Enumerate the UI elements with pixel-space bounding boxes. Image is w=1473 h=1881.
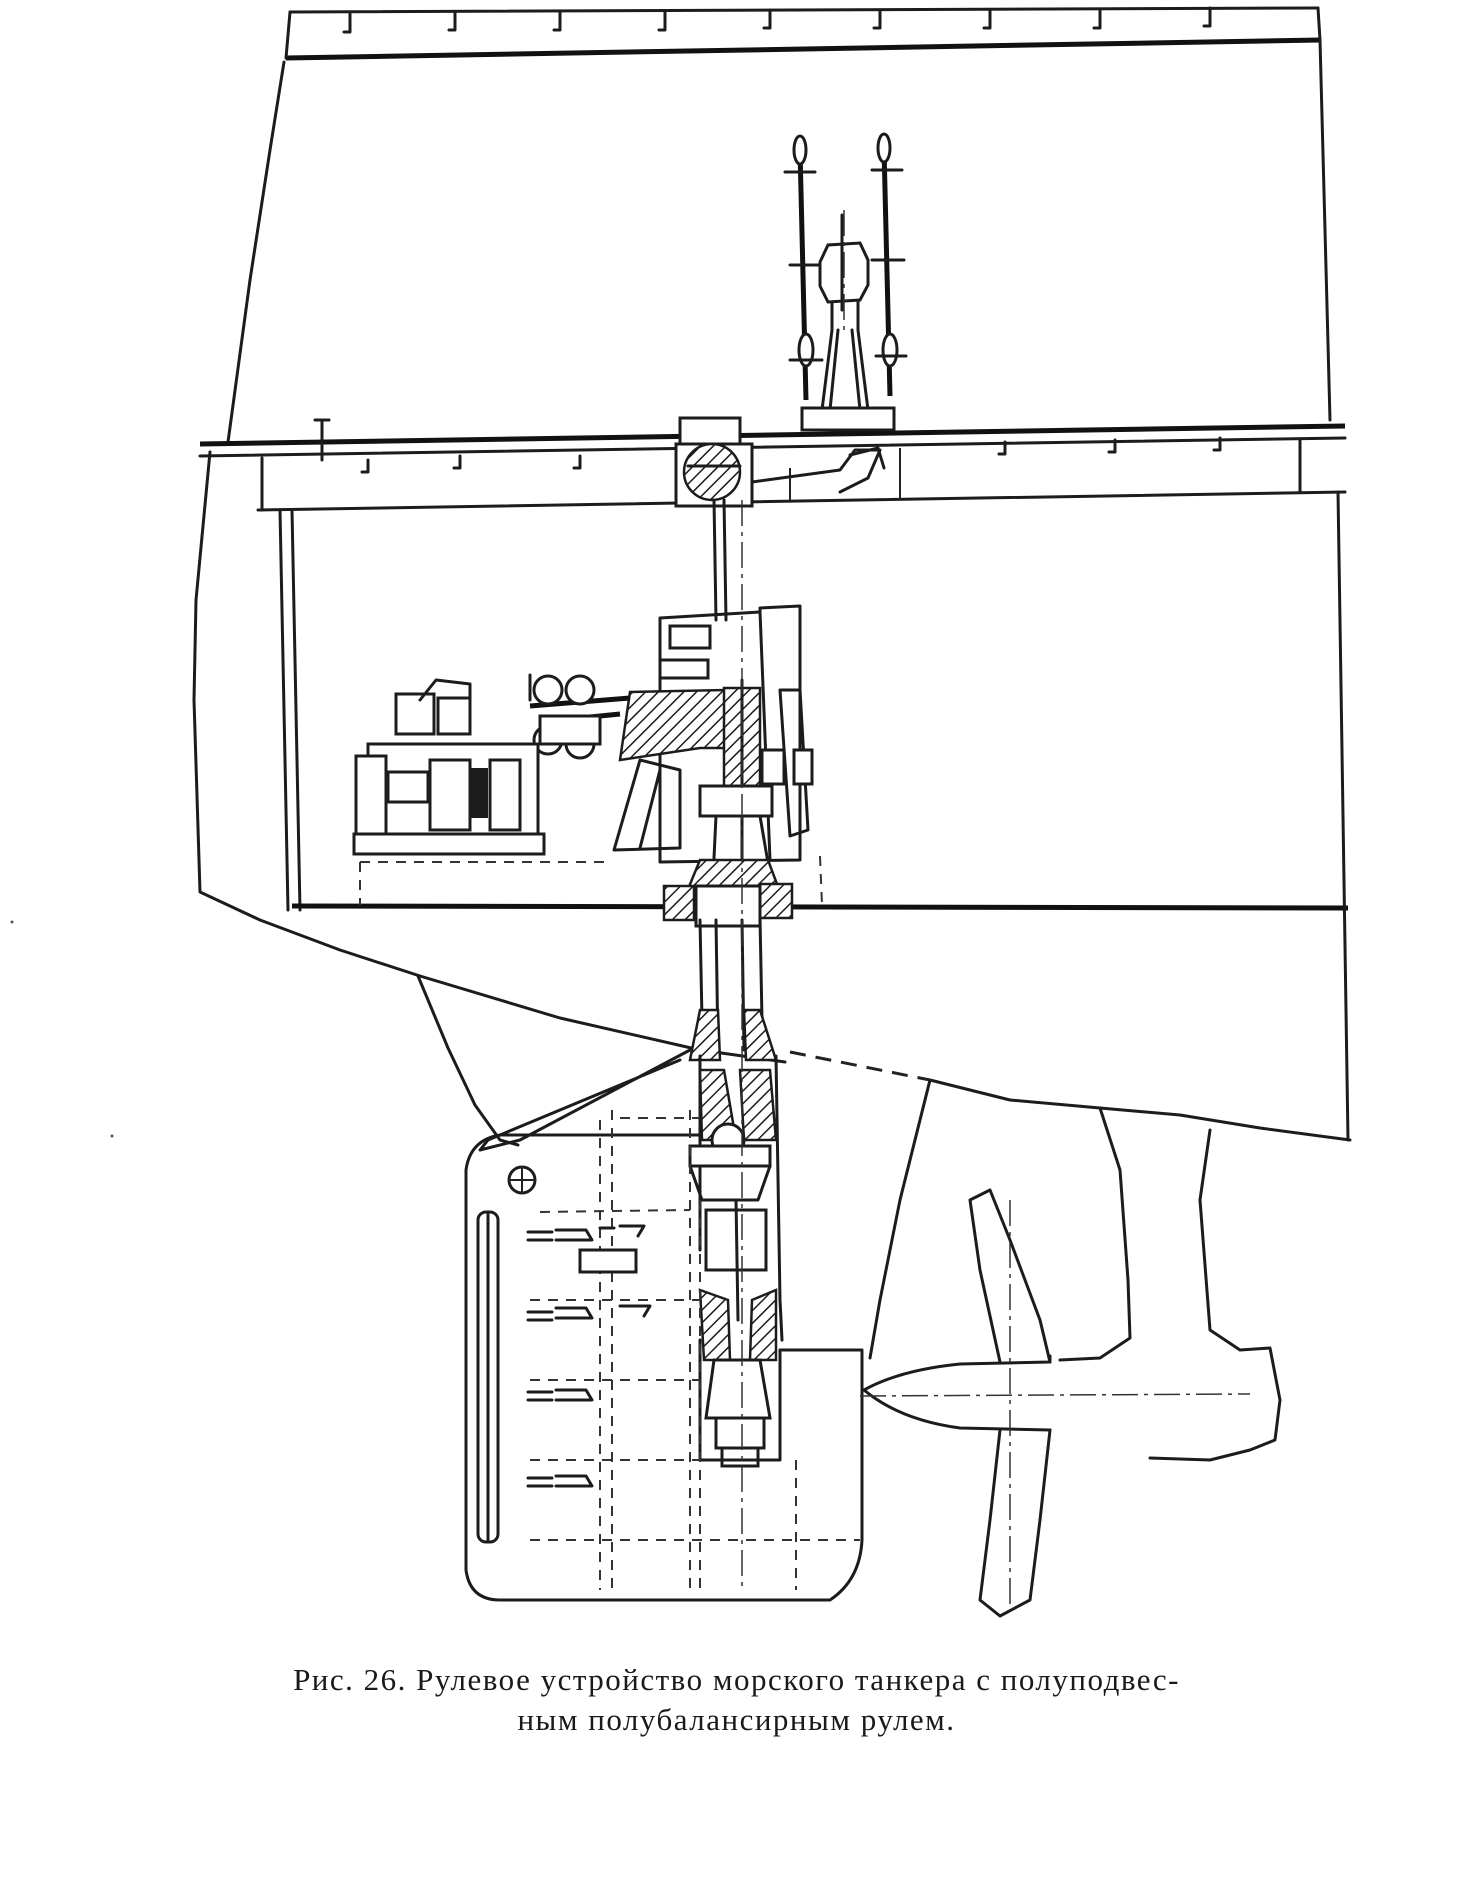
rudder-blade xyxy=(464,1110,864,1602)
scan-speck xyxy=(110,1134,114,1138)
upper-frame-ticks xyxy=(342,6,1212,34)
rudder-head-bearing xyxy=(674,416,754,622)
main-deck xyxy=(198,418,1347,512)
steering-engine xyxy=(528,604,814,902)
caption-line-1: Рис. 26. Рулевое устройство морского тан… xyxy=(293,1662,1180,1697)
rudder-stock xyxy=(662,784,794,1062)
scan-speck xyxy=(10,920,14,924)
telemotor-pedestal xyxy=(728,132,908,500)
caption-line-2: ным полубалансирным рулем. xyxy=(517,1702,956,1737)
hull-outline xyxy=(192,450,1352,1462)
figure-caption: Рис. 26. Рулевое устройство морского тан… xyxy=(0,1660,1473,1740)
propeller xyxy=(741,210,1251,1618)
upper-deck xyxy=(226,6,1332,444)
rudder-horn xyxy=(478,1048,784,1468)
electric-motor xyxy=(352,678,823,906)
rudder-drain-marks xyxy=(526,1224,652,1488)
